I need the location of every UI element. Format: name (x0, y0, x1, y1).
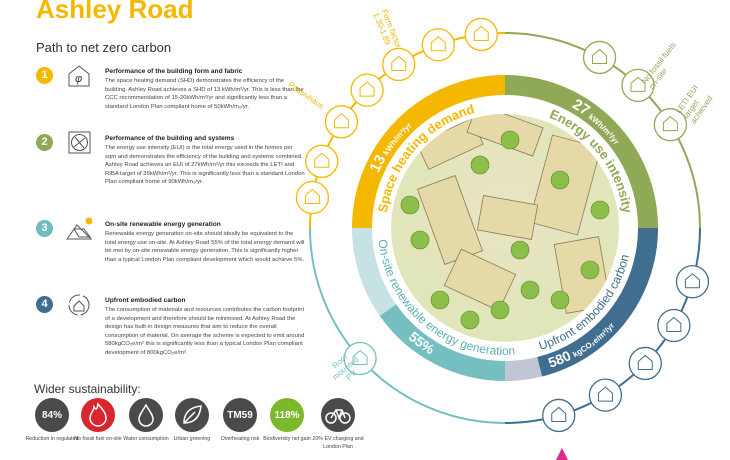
factory-icon (621, 68, 655, 103)
passivhaus-house-icon (324, 105, 359, 139)
badge-label: Reduction in regulated (25, 436, 79, 442)
section-heading: On-site renewable energy generation (105, 221, 221, 228)
house-cycle-icon (68, 294, 90, 316)
tree (410, 230, 430, 250)
section-body: The consumption of materials and resourc… (105, 307, 305, 356)
sun-icon (295, 180, 330, 215)
insulation-coil-icon (305, 144, 339, 178)
house-leaf-icon: φ (68, 65, 90, 87)
tree (550, 170, 570, 190)
svg-text:φ: φ (75, 73, 82, 85)
step-number-badge: 3 (36, 220, 53, 237)
section-heading: Performance of the building and systems (105, 135, 235, 142)
section-heading: Performance of the building form and fab… (105, 68, 243, 75)
step-number-badge: 2 (36, 134, 53, 151)
sustainability-badge: 118% (270, 398, 304, 432)
building-block (443, 248, 517, 312)
step-number-badge: 1 (36, 67, 53, 84)
building-block (476, 195, 539, 240)
section-body: Renewable energy generation on-site shou… (105, 231, 305, 263)
badge-label: Water consumption (123, 436, 169, 442)
ventilation-unit-icon (653, 108, 688, 142)
leaf-icon (183, 405, 202, 424)
paint-roller-icon (675, 265, 710, 299)
renewable-fill-segment (379, 304, 506, 381)
timber-frame-icon (588, 378, 623, 412)
sustainability-badge (129, 398, 163, 432)
house-measure-icon (421, 28, 455, 62)
badge-label: Overheating risk (220, 436, 260, 442)
section-heading: Upfront embodied carbon (105, 297, 186, 304)
renewable-remaining-segment (352, 227, 397, 316)
embodied-carbon-segment (537, 227, 658, 377)
tree (550, 290, 570, 310)
tree (590, 200, 610, 220)
roof-truss-icon (542, 398, 576, 433)
badge-label: Urban greening (173, 436, 211, 442)
tree (580, 260, 600, 280)
bricks-icon (628, 346, 662, 381)
space-heating-segment (352, 75, 506, 229)
decorative-marker (556, 448, 568, 460)
badge-value: 84% (41, 409, 62, 421)
tree (490, 300, 510, 320)
page-title: Ashley Road (36, 0, 194, 24)
sustainability-badge (81, 398, 115, 432)
page-subtitle: Path to net zero carbon (36, 40, 172, 55)
solar-panel-icon (66, 217, 92, 240)
sustainability-badge: TM59 (223, 398, 257, 432)
flame-icon (89, 402, 107, 427)
badge-label: No fossil fuel on-site (74, 436, 122, 442)
house-outline-icon (350, 73, 384, 107)
form-factor-house-icon (382, 47, 416, 82)
sustainability-badge (321, 398, 355, 432)
tree (500, 130, 520, 150)
badge-value: TM59 (227, 409, 253, 421)
aerial-development-illustration (391, 114, 619, 342)
badge-label: 20% EV charging and London Plan (312, 436, 364, 450)
badge-label: Biodiversity net gain (263, 436, 311, 442)
tree (430, 290, 450, 310)
solar-pv-icon (343, 341, 377, 376)
tree (470, 155, 490, 175)
window-icon (657, 308, 691, 343)
fan-icon (68, 131, 91, 154)
wind-icon (582, 40, 617, 75)
section-text: Performance of the building form and fab… (105, 68, 305, 111)
wider-sustainability-title: Wider sustainability: (34, 382, 141, 396)
gap-segment (504, 356, 543, 381)
step-number-badge: 4 (36, 296, 53, 313)
tree (520, 280, 540, 300)
water-drop-icon (138, 403, 154, 427)
tree (400, 195, 420, 215)
badge-value: 118% (274, 409, 300, 421)
sustainability-badge: 84% (35, 398, 69, 432)
section-body: The space heating demand (SHD) demonstra… (105, 78, 304, 110)
section-body: The energy use intensity (EUI) is the to… (105, 145, 305, 186)
column-icon (464, 17, 498, 52)
sustainability-badge (175, 398, 209, 432)
tree (510, 240, 530, 260)
bicycle-icon (325, 409, 351, 424)
energy-use-segment (504, 75, 658, 229)
tree (460, 310, 480, 330)
